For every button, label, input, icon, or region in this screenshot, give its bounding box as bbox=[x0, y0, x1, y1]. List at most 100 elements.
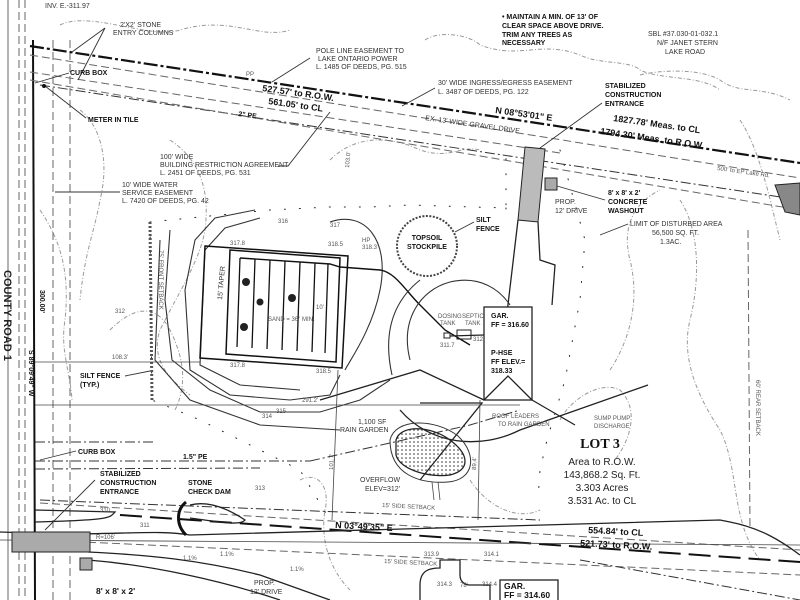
sump-l2: DISCHARGE bbox=[594, 424, 630, 430]
elev-3178-top: 317.8 bbox=[230, 241, 246, 247]
topsoil-stockpile: TOPSOIL STOCKPILE SILT FENCE bbox=[396, 215, 500, 277]
disturbed-l1: LIMIT OF DISTURBED AREA bbox=[630, 221, 723, 228]
check-dam-l2: CHECK DAM bbox=[188, 489, 231, 496]
lot-area-l1: Area to R.O.W. bbox=[568, 457, 635, 468]
road-name: COUNTY ROAD 1 bbox=[1, 270, 13, 361]
slope-3: 1.1% bbox=[290, 567, 304, 573]
rain-garden-l1: 1,100 SF bbox=[358, 419, 386, 426]
drain-field-outer bbox=[199, 245, 349, 369]
septic-l1: SEPTIC bbox=[462, 314, 484, 320]
ingress-l1: 30' WIDE INGRESS/EGRESS EASEMENT bbox=[438, 80, 573, 87]
south-property-area: CURB BOX 1.5" PE STABILIZED CONSTRUCTION… bbox=[0, 409, 800, 600]
south-to-cl: 554.84' to CL bbox=[588, 525, 644, 538]
maintain-l3: TRIM ANY TREES AS bbox=[502, 32, 572, 39]
slope-1: 1.1% bbox=[183, 556, 197, 562]
septic-tank bbox=[456, 329, 472, 340]
lot-title: LOT 3 bbox=[580, 437, 620, 452]
house-l1: P-HSE bbox=[491, 350, 513, 357]
elev-3185-top: 318.5 bbox=[328, 242, 344, 248]
curb-box-south: CURB BOX bbox=[78, 449, 116, 456]
house-area: DOSING TANK SEPTIC TANK 311.7 312.3 GAR.… bbox=[319, 279, 649, 481]
stabilized-top-l2: CONSTRUCTION bbox=[605, 92, 661, 99]
pe-2-label: 2" PE bbox=[238, 111, 258, 121]
pe-15-label: 1.5" PE bbox=[183, 454, 208, 461]
south-to-row: 521.73' to R.O.W. bbox=[580, 538, 653, 552]
meter-label: METER IN TILE bbox=[88, 117, 139, 124]
elev-3143: 314.3 bbox=[437, 582, 453, 588]
proposed-drive-north: 8' x 8' x 2' CONCRETE WASHOUT PROP. 12' … bbox=[504, 146, 723, 331]
disturbed-l3: 1.3AC. bbox=[660, 239, 681, 246]
gar-south-l1: GAR. bbox=[504, 581, 525, 591]
contour-label-317: 317 bbox=[330, 223, 341, 229]
water-easement-l3: L. 7420 OF DEEDS, PG. 42 bbox=[122, 198, 209, 205]
side-setback-2: 15' SIDE SETBACK bbox=[384, 559, 437, 568]
prop-drive-top-l2: 12' DRIVE bbox=[555, 208, 588, 215]
test-pit-icon bbox=[242, 278, 250, 286]
dim-108: 108.3' bbox=[112, 355, 128, 361]
test-pit-icon bbox=[288, 294, 296, 302]
silt-fence-l1: SILT bbox=[476, 217, 491, 224]
top-notes: INV. E.-311.97 2'X2' STONE ENTRY COLUMNS… bbox=[34, 3, 718, 205]
roof-leaders-l2: TO RAIN GARDEN bbox=[498, 422, 550, 428]
washout-south bbox=[79, 557, 93, 571]
stabilized-top-l3: ENTRANCE bbox=[605, 101, 644, 108]
perc-test-icon bbox=[256, 298, 264, 306]
building-restriction-l3: L. 2451 OF DEEDS, PG. 531 bbox=[160, 170, 251, 177]
stabilized-south-l2: CONSTRUCTION bbox=[100, 480, 156, 487]
sbl-l2: N/F JANET STERN bbox=[657, 40, 718, 47]
rear-setback-label: 60' REAR SETBACK bbox=[754, 380, 760, 436]
contour-label-314: 314 bbox=[262, 414, 273, 420]
roof-leaders-l1: ROOF LEADERS bbox=[492, 414, 539, 420]
county-road: COUNTY ROAD 1 300.00' S 89°09'49" W bbox=[1, 0, 71, 600]
contour-label-310: 310 bbox=[100, 508, 111, 514]
dim-101: 101.7' bbox=[329, 454, 336, 470]
sbl-l3: LAKE ROAD bbox=[665, 49, 705, 56]
hp-l2: 318.3 bbox=[362, 245, 378, 251]
pole-line-l2: LAKE ONTARIO POWER bbox=[318, 56, 398, 63]
building-restriction-l1: 100' WIDE bbox=[160, 154, 194, 161]
gar-south-l2: FF = 314.60 bbox=[504, 590, 550, 600]
south-bearing: N 03°49'35" E bbox=[335, 520, 393, 533]
stabilized-top-l1: STABILIZED bbox=[605, 83, 646, 90]
topsoil-l1: TOPSOIL bbox=[412, 235, 443, 242]
silt-fence-typ-l1: SILT FENCE bbox=[80, 373, 121, 380]
inv-label: INV. E.-311.97 bbox=[45, 3, 90, 10]
prop-drive-l2: 12' DRIVE bbox=[250, 589, 283, 596]
lot-area-l4: 3.531 Ac. to CL bbox=[568, 496, 637, 507]
house-l2: FF ELEV.= bbox=[491, 359, 525, 366]
gar-l1: GAR. bbox=[491, 313, 509, 320]
dim-89: 89.4' bbox=[472, 457, 478, 470]
dim-291: 291.2' bbox=[302, 398, 318, 404]
contour-labels: 310 311 312 313 314 315 316 317 bbox=[100, 219, 341, 529]
house-l3: 318.33 bbox=[491, 368, 513, 375]
existing-contours bbox=[39, 20, 791, 591]
elev-3139: 313.9 bbox=[424, 552, 440, 558]
slope-2: 1.1% bbox=[220, 552, 234, 558]
stone-columns-l2: ENTRY COLUMNS bbox=[113, 30, 174, 37]
contour-label-312: 312 bbox=[115, 309, 126, 315]
elev-3185-bottom: 318.5 bbox=[316, 369, 332, 375]
taper-label: 15' TAPER bbox=[217, 266, 227, 300]
stone-check-dam bbox=[177, 500, 188, 537]
pp-label: PP bbox=[246, 72, 254, 78]
washout-l2: CONCRETE bbox=[608, 199, 648, 206]
dimension-lines: 108.3' 291.2' 101.7' 89.4' SILT FENCE (T… bbox=[35, 229, 760, 531]
r106-label: R=106' bbox=[96, 535, 115, 541]
pole-line-l1: POLE LINE EASEMENT TO bbox=[316, 48, 404, 55]
dosing-l1: DOSING bbox=[438, 314, 462, 320]
septic-l2: TANK bbox=[465, 321, 481, 327]
lot-area-l3: 3.303 Acres bbox=[576, 483, 629, 494]
septic-field: 15' TAPER SAND = 36" MIN. 10' 317.8 318.… bbox=[154, 152, 471, 431]
side-setback-1: 15' SIDE SETBACK bbox=[382, 503, 435, 512]
overflow-l2: ELEV=312' bbox=[365, 486, 400, 493]
front-setback-label: 75' FRONT SETBACK bbox=[157, 250, 163, 310]
overflow-l1: OVERFLOW bbox=[360, 477, 400, 484]
curb-box-top: CURB BOX bbox=[70, 70, 108, 77]
building-restriction-l2: BUILDING RESTRICTION AGREEMENT bbox=[160, 162, 289, 169]
dim-103: 103.0' bbox=[345, 152, 352, 169]
sand-label: SAND = 36" MIN. bbox=[268, 317, 315, 323]
water-easement-l2: SERVICE EASEMENT bbox=[122, 190, 194, 197]
elev-3144: 314.4 bbox=[482, 582, 498, 588]
washout-l1: 8' x 8' x 2' bbox=[608, 190, 641, 197]
